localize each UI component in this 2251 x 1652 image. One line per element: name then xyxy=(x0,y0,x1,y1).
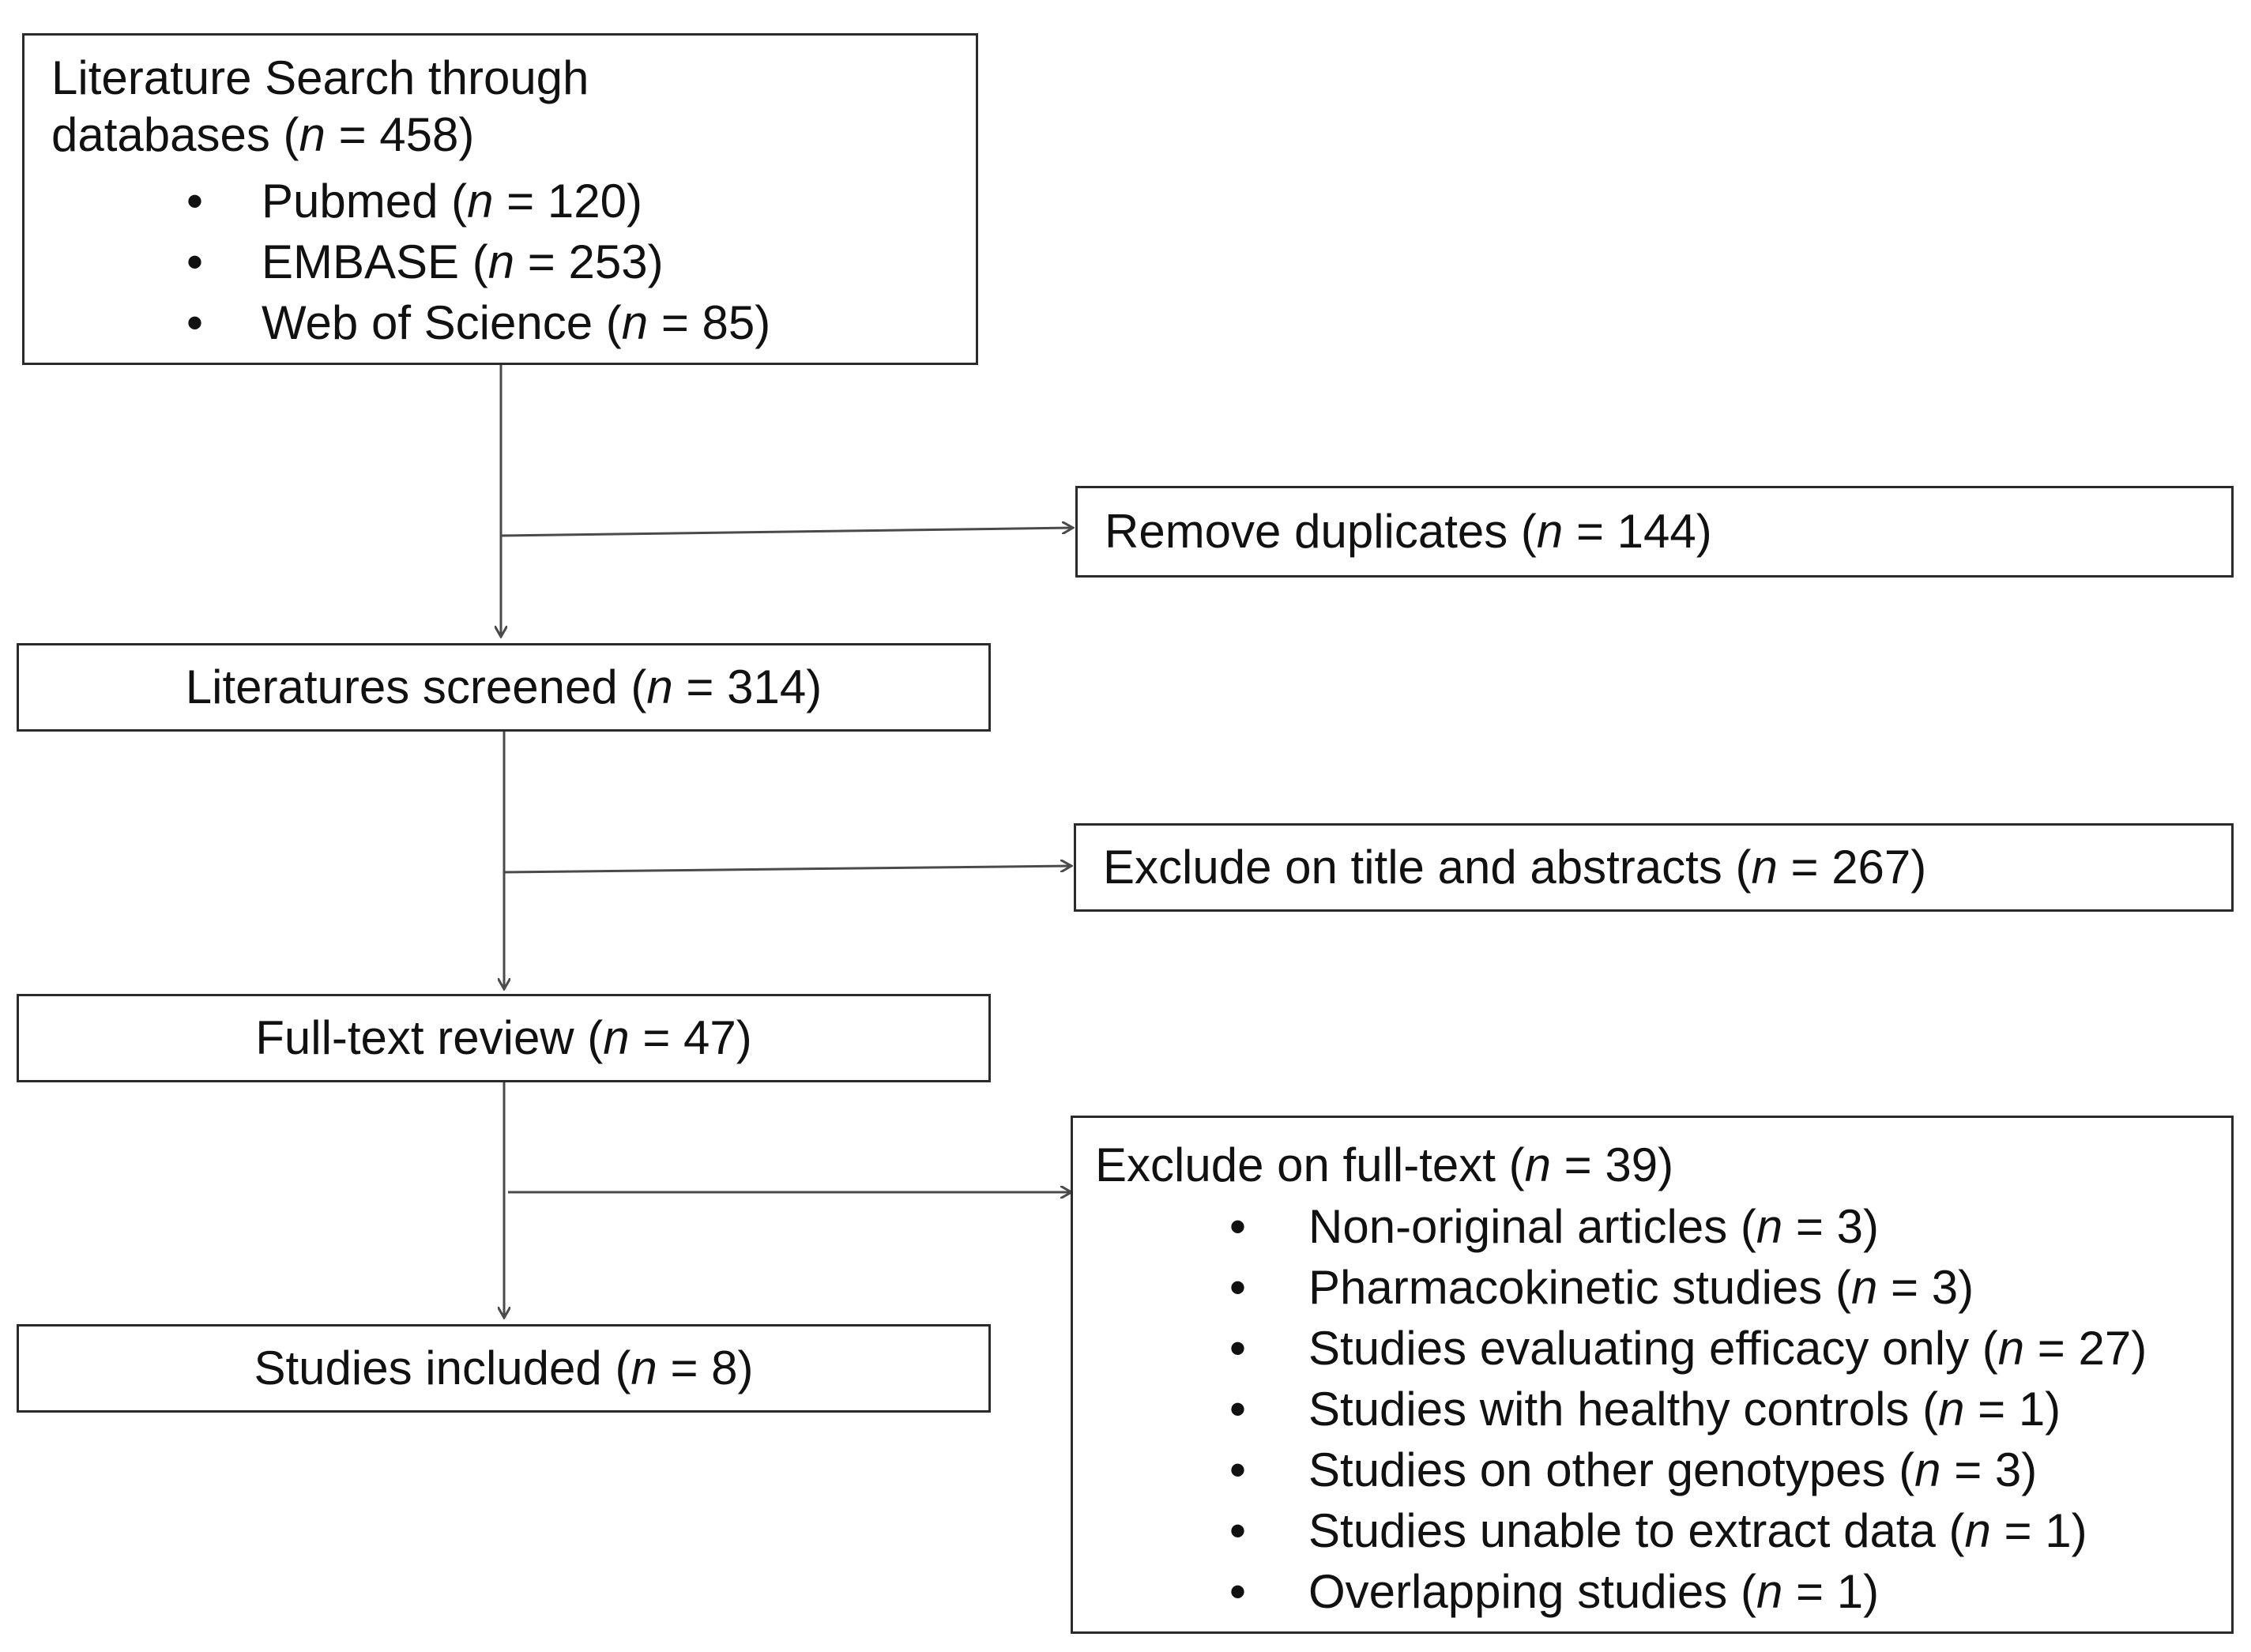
arrow-to-duplicates xyxy=(500,528,1073,537)
database-list: Pubmed (n = 120) EMBASE (n = 253) Web of… xyxy=(186,171,770,353)
exclude-title-abstracts-label: Exclude on title and abstracts (n = 267) xyxy=(1103,841,1927,894)
search-title-line1: Literature Search through xyxy=(51,51,589,104)
remove-duplicates-label: Remove duplicates (n = 144) xyxy=(1105,505,1712,558)
list-item: Studies with healthy controls (n = 1) xyxy=(1229,1379,2147,1439)
full-text-review-label: Full-text review (n = 47) xyxy=(255,1011,752,1064)
literatures-screened-box: Literatures screened (n = 314) xyxy=(17,643,991,732)
studies-included-label: Studies included (n = 8) xyxy=(254,1342,754,1394)
literature-search-box: Literature Search through databases (n =… xyxy=(22,33,978,365)
arrow-to-exclude-title xyxy=(503,866,1071,874)
studies-included-box: Studies included (n = 8) xyxy=(17,1324,991,1413)
list-item: Studies evaluating efficacy only (n = 27… xyxy=(1229,1318,2147,1379)
remove-duplicates-box: Remove duplicates (n = 144) xyxy=(1075,486,2234,578)
search-title: Literature Search through databases (n =… xyxy=(51,50,589,164)
exclude-title-abstracts-box: Exclude on title and abstracts (n = 267) xyxy=(1074,823,2234,912)
list-item: Pharmacokinetic studies (n = 3) xyxy=(1229,1257,2147,1318)
list-item: Pubmed (n = 120) xyxy=(186,171,770,231)
list-item: Non-original articles (n = 3) xyxy=(1229,1196,2147,1257)
list-item: Overlapping studies (n = 1) xyxy=(1229,1561,2147,1622)
literatures-screened-label: Literatures screened (n = 314) xyxy=(185,660,822,713)
list-item: EMBASE (n = 253) xyxy=(186,231,770,292)
list-item: Studies on other genotypes (n = 3) xyxy=(1229,1439,2147,1500)
exclusion-reasons-list: Non-original articles (n = 3) Pharmacoki… xyxy=(1229,1196,2147,1622)
list-item: Studies unable to extract data (n = 1) xyxy=(1229,1500,2147,1561)
exclude-full-text-box: Exclude on full-text (n = 39) Non-origin… xyxy=(1071,1116,2234,1634)
full-text-review-box: Full-text review (n = 47) xyxy=(17,994,991,1082)
exclude-full-text-title: Exclude on full-text (n = 39) xyxy=(1095,1138,1674,1191)
list-item: Web of Science (n = 85) xyxy=(186,292,770,353)
search-title-line2: databases (n = 458) xyxy=(51,108,475,161)
